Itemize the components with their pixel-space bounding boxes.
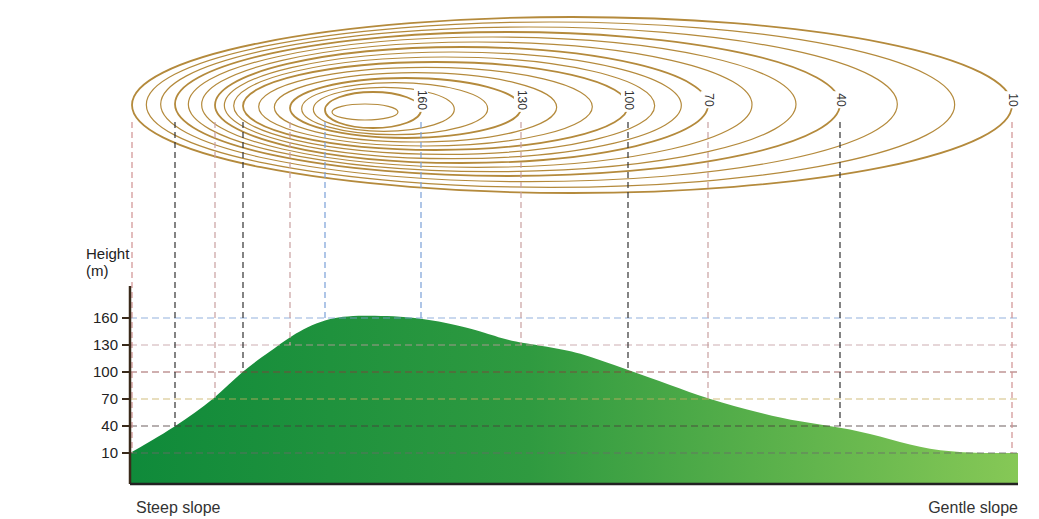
contour-label: 10: [1005, 91, 1019, 108]
tick-label: 130: [93, 336, 118, 353]
axis-tick: [122, 371, 130, 373]
level-line: [130, 344, 1018, 345]
projection-line: [174, 122, 175, 426]
y-axis: [129, 286, 132, 484]
height-axis: [122, 286, 1018, 484]
contour-line: [215, 47, 708, 163]
projection-line: [520, 122, 521, 345]
contour-line: [274, 73, 556, 142]
projection-line: [839, 122, 840, 426]
tick-label: 70: [101, 390, 118, 407]
tick-label: 160: [93, 309, 118, 326]
contour-line: [243, 62, 628, 150]
contour-line: [234, 57, 655, 154]
level-line: [130, 425, 1018, 426]
level-line: [130, 452, 1018, 453]
axis-tick: [122, 344, 130, 346]
projection-line: [131, 122, 132, 453]
tick-label: 100: [93, 363, 118, 380]
contour-lines: [132, 17, 1012, 193]
projection-line: [627, 122, 628, 372]
contour-label: 130: [514, 88, 528, 112]
contour-line: [302, 83, 488, 135]
tick-label: 40: [101, 417, 118, 434]
level-line: [130, 371, 1018, 372]
contour-line: [146, 22, 954, 187]
level-line: [130, 398, 1018, 399]
contour-line: [202, 42, 752, 167]
tick-label: 10: [101, 444, 118, 461]
projection-lines: [130, 122, 1018, 453]
axis-tick: [122, 317, 130, 319]
projection-line: [214, 122, 215, 399]
contour-line: [161, 27, 898, 182]
axis-tick: [122, 425, 130, 427]
contour-line: [132, 17, 1012, 193]
projection-line: [289, 122, 290, 345]
hill-profile: [130, 316, 1018, 483]
axis-tick: [122, 452, 130, 454]
contour-label: 160: [414, 88, 428, 112]
projection-line: [242, 122, 243, 372]
slope-label: Steep slope: [136, 499, 221, 517]
contour-line: [325, 92, 421, 128]
projection-line: [707, 122, 708, 399]
contour-line: [313, 87, 454, 131]
contour-line: [332, 104, 398, 120]
contour-line: [175, 32, 840, 176]
slope-label: Gentle slope: [928, 499, 1018, 517]
contour-line: [224, 52, 681, 159]
contour-line: [188, 37, 796, 172]
projection-line: [324, 122, 325, 318]
x-axis: [130, 483, 1018, 486]
contour-label: 40: [833, 91, 847, 108]
axis-tick: [122, 398, 130, 400]
contour-line: [259, 67, 593, 146]
projection-line: [420, 122, 421, 318]
projection-line: [1011, 122, 1012, 453]
axis-title: Height (m): [86, 245, 134, 280]
contour-line: [290, 78, 521, 138]
contour-label: 100: [621, 88, 635, 112]
contour-label: 70: [701, 91, 715, 108]
level-line: [130, 317, 1018, 318]
